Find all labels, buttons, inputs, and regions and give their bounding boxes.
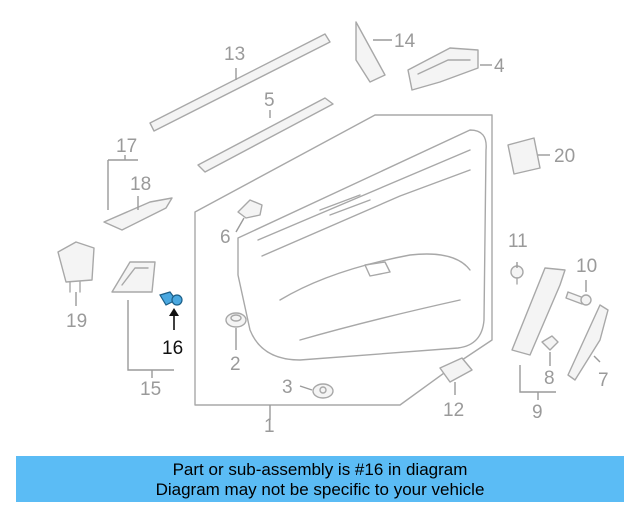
part-10-bolt <box>565 291 592 306</box>
callout-14: 14 <box>394 31 416 52</box>
part-13-weatherstrip <box>149 33 331 132</box>
part-5-molding <box>197 97 334 173</box>
callout-11: 11 <box>508 231 528 252</box>
part-3-grommet <box>312 383 334 399</box>
part-16-clip-highlighted <box>159 291 183 306</box>
part-16-arrow <box>169 308 179 330</box>
callout-8: 8 <box>544 368 555 389</box>
part-18-window-switch <box>103 197 173 231</box>
info-banner: Part or sub-assembly is #16 in diagram D… <box>16 456 624 502</box>
part-6-bracket <box>237 199 263 219</box>
callout-12: 12 <box>443 400 464 421</box>
part-7-trim-strip <box>567 304 609 381</box>
callout-7: 7 <box>598 370 609 391</box>
leader-lines <box>75 39 601 420</box>
part-11-screw <box>510 265 524 285</box>
callout-16: 16 <box>162 338 183 359</box>
callout-10: 10 <box>576 256 597 277</box>
callout-4: 4 <box>494 56 505 77</box>
callout-15: 15 <box>140 379 161 400</box>
part-12-switch <box>439 357 473 383</box>
part-4-inner-handle <box>407 47 479 91</box>
callout-9: 9 <box>532 402 543 423</box>
callout-5: 5 <box>264 90 275 111</box>
part-20-switch <box>507 137 541 175</box>
callout-19: 19 <box>66 311 87 332</box>
part-8-clip <box>541 335 559 351</box>
part-15-armrest-bracket <box>111 261 156 293</box>
part-2-clip <box>225 312 247 328</box>
part-9-pull-handle <box>511 267 566 356</box>
callout-17: 17 <box>116 136 137 157</box>
callout-13: 13 <box>224 44 245 65</box>
callout-6: 6 <box>220 227 231 248</box>
callout-18: 18 <box>130 174 151 195</box>
callout-3: 3 <box>282 377 293 398</box>
part-19-switch-assembly <box>57 241 95 293</box>
banner-line-1: Part or sub-assembly is #16 in diagram <box>172 460 468 479</box>
banner-line-2: Diagram may not be specific to your vehi… <box>155 480 485 499</box>
callout-2: 2 <box>230 354 241 375</box>
part-1-door-trim-panel <box>194 114 493 406</box>
parts-diagram: 1 2 3 4 5 6 7 8 9 10 11 12 13 14 15 16 1… <box>57 21 609 437</box>
callout-1: 1 <box>264 416 275 437</box>
part-14-corner-cover <box>355 21 386 83</box>
callout-20: 20 <box>554 146 575 167</box>
